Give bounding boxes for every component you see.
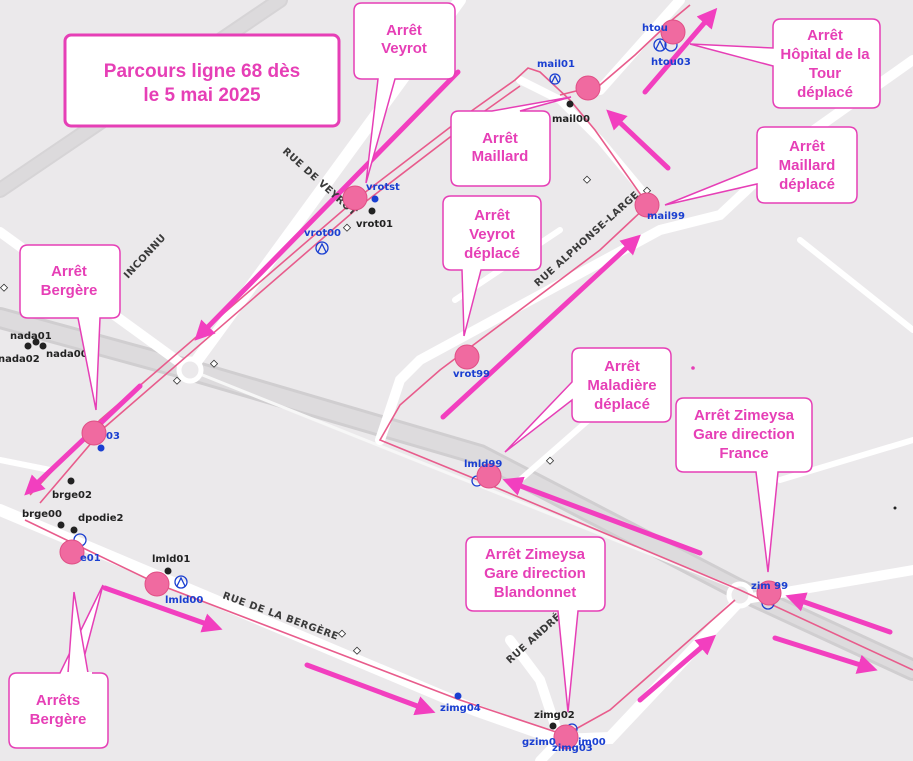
bus-stop-icon	[174, 575, 188, 589]
callout-hopital-line: Tour	[809, 65, 841, 82]
callout-hopital-line: Arrêt	[807, 27, 843, 44]
stop-code-lmld00: lmld00	[165, 595, 203, 606]
stop-marker-veyrot-moved[interactable]	[454, 344, 480, 370]
stop-marker-zimeysa-france[interactable]	[756, 580, 782, 606]
callout-bergere-stops-line: Arrêts	[36, 692, 80, 709]
stop-code-zimg04: zimg04	[440, 703, 481, 714]
callout-zimeysa-blandonnet-line: Arrêt Zimeysa	[485, 546, 586, 563]
callout-hopital-line: Hôpital de la	[780, 46, 870, 63]
map-details	[0, 175, 652, 655]
callout-veyrot-moved-line: Veyrot	[469, 226, 515, 243]
callout-veyrot-moved-line: Arrêt	[474, 207, 510, 224]
callout-bergere-stops-line: Bergère	[30, 711, 87, 728]
stop-marker-hopital[interactable]	[660, 19, 686, 45]
stop-code-vrot01: vrot01	[356, 219, 393, 230]
stop-code-vrot99: vrot99	[453, 369, 490, 380]
stop-marker-veyrot[interactable]	[342, 185, 368, 211]
stop-marker-maillard[interactable]	[575, 75, 601, 101]
stop-marker-zimeysa-blandonnet[interactable]	[553, 724, 579, 750]
callout-maillard-moved-line: déplacé	[779, 176, 835, 193]
callout-zimeysa-france-line: Arrêt Zimeysa	[694, 407, 795, 424]
stop-codes: htou htou03 mail01 mail00 vrotst vrot01 …	[0, 23, 788, 754]
callout-maillard-moved-line: Maillard	[779, 157, 836, 174]
stop-code-brge01: e01	[80, 553, 101, 564]
stop-code-nada02: nada02	[0, 354, 40, 365]
stop-marker-bergere-b[interactable]	[144, 571, 170, 597]
stop-marker-bergere[interactable]	[81, 420, 107, 446]
callout-hopital-line: déplacé	[797, 84, 853, 101]
stop-dots	[24, 100, 897, 730]
stop-code-vrot00: vrot00	[304, 228, 341, 239]
callout-maillard-moved-line: Arrêt	[789, 138, 825, 155]
callout-bergere-line: Bergère	[41, 282, 98, 299]
callout-zimeysa-france-line: France	[719, 445, 768, 462]
callout-maladiere-line: Arrêt	[604, 358, 640, 375]
stop-marker-maillard-moved[interactable]	[634, 192, 660, 218]
stop-code-zimg02: zimg02	[534, 710, 575, 721]
stop-code-zimg03: zimg03	[552, 743, 593, 754]
stop-code-mail00: mail00	[552, 114, 590, 125]
street-label-inconnu: INCONNU	[122, 232, 168, 281]
stop-code-htou: htou	[642, 23, 668, 34]
stop-markers	[59, 19, 782, 750]
bus-stop-icon	[315, 241, 329, 255]
bus-stop-icon	[549, 73, 561, 85]
stop-code-zim00: im00	[578, 737, 606, 748]
stop-code-nada00: nada00	[46, 349, 88, 360]
bus-stop-icon	[653, 38, 667, 52]
stop-code-brge00: brge00	[22, 509, 62, 520]
callout-zimeysa-blandonnet-line: Blandonnet	[494, 584, 577, 601]
callout-maladiere-line: déplacé	[594, 396, 650, 413]
stop-code-zimg99: zim 99	[751, 581, 788, 592]
callout-bergere-line: Arrêt	[51, 263, 87, 280]
stop-marker-bergere-a[interactable]	[59, 539, 85, 565]
callout-veyrot-moved-line: déplacé	[464, 245, 520, 262]
callout-veyrot-line: Veyrot	[381, 40, 427, 57]
stop-code-lmld01: lmld01	[152, 554, 190, 565]
stop-marker-maladiere[interactable]	[476, 463, 502, 489]
stop-code-mail99: mail99	[647, 211, 685, 222]
title-box: Parcours ligne 68 dès le 5 mai 2025	[63, 33, 341, 128]
stop-code-mail01: mail01	[537, 59, 575, 70]
stop-code-htou03: htou03	[651, 57, 691, 68]
callout-maillard-line: Arrêt	[482, 130, 518, 147]
stop-code-vrotst: vrotst	[366, 182, 400, 193]
stop-code-brge02: brge02	[52, 490, 92, 501]
callout-zimeysa-blandonnet-line: Gare direction	[484, 565, 586, 582]
stop-code-dpodie2: dpodie2	[78, 513, 124, 524]
stop-code-brge03: 03	[106, 431, 120, 442]
stop-code-gzim: gzim0	[522, 737, 556, 748]
direction-arrows	[24, 7, 893, 716]
callout-maillard-line: Maillard	[472, 148, 529, 165]
callout-maladiere-line: Maladière	[587, 377, 656, 394]
stop-code-lmld99: lmld99	[464, 459, 502, 470]
title-line-2: le 5 mai 2025	[143, 85, 261, 106]
callout-veyrot-line: Arrêt	[386, 22, 422, 39]
stop-code-nada01: nada01	[10, 331, 52, 342]
callout-zimeysa-france-line: Gare direction	[693, 426, 795, 443]
title-line-1: Parcours ligne 68 dès	[104, 61, 300, 82]
